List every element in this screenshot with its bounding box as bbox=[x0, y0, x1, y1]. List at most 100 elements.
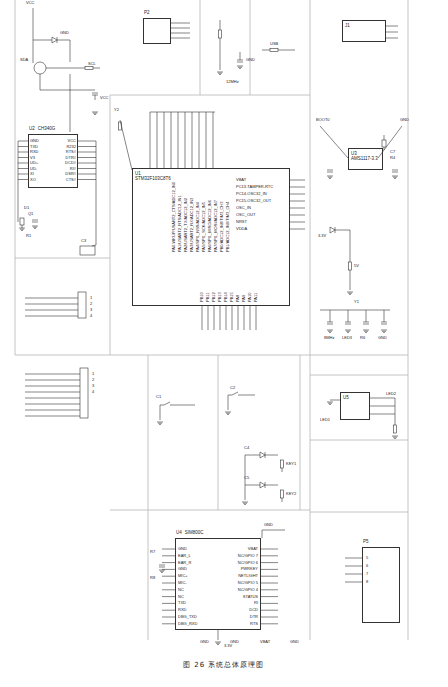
signal-label: PB15 bbox=[230, 292, 234, 302]
wire bbox=[33, 40, 52, 41]
signal-label: KEY1 bbox=[286, 462, 296, 466]
signal-label: 3.3V bbox=[318, 234, 326, 238]
signal-label: PA9 bbox=[242, 295, 246, 302]
wire bbox=[320, 126, 348, 158]
wire bbox=[278, 50, 295, 51]
part-name: CH340G bbox=[38, 126, 56, 131]
wire bbox=[22, 225, 23, 228]
wire bbox=[15, 258, 110, 259]
signal-label: PA6/SPI1_MISO/ADC12_IN6 bbox=[208, 200, 212, 252]
signal-label: KEY2 bbox=[286, 492, 296, 496]
wire bbox=[282, 498, 283, 502]
ground-symbol bbox=[215, 642, 221, 644]
wire bbox=[220, 38, 221, 70]
wire bbox=[171, 23, 190, 24]
ground-symbol bbox=[327, 330, 333, 332]
part-name: STM32F103C8T6 bbox=[135, 176, 287, 181]
wire bbox=[290, 222, 305, 223]
signal-label: PWRKEY bbox=[241, 567, 258, 571]
wire bbox=[25, 298, 78, 299]
signal-label: VCC bbox=[26, 1, 34, 5]
ground-symbol bbox=[225, 412, 231, 414]
usb-connector bbox=[80, 246, 95, 255]
wire bbox=[290, 180, 305, 181]
part-designator: P5 bbox=[363, 539, 369, 544]
signal-label: MIC+ bbox=[178, 574, 188, 578]
wire bbox=[18, 179, 28, 180]
signal-label: DTR# bbox=[66, 156, 76, 160]
signal-label: UD- bbox=[30, 167, 37, 171]
wire bbox=[162, 596, 175, 597]
signal-label: DSR# bbox=[65, 172, 76, 176]
signal-label: NC bbox=[178, 588, 184, 592]
capacitor-symbol bbox=[327, 170, 333, 172]
pin-number: 5 bbox=[366, 556, 368, 560]
pin-number: 2 bbox=[92, 378, 94, 382]
wire bbox=[220, 20, 221, 30]
region-borders bbox=[15, 0, 408, 640]
signal-label: PA11 bbox=[254, 293, 258, 302]
wire bbox=[78, 168, 96, 169]
wire bbox=[262, 530, 263, 538]
pin-number: 7 bbox=[366, 572, 368, 576]
wire bbox=[261, 589, 278, 590]
wire bbox=[150, 112, 151, 168]
wire bbox=[348, 310, 349, 322]
signal-label: VBAT bbox=[260, 640, 270, 644]
wire bbox=[218, 630, 219, 640]
signal-label: TXD bbox=[30, 145, 38, 149]
part-designator: J1 bbox=[345, 23, 383, 28]
signal-label: V3 bbox=[30, 156, 35, 160]
ground-symbol bbox=[92, 112, 98, 114]
wire bbox=[200, 0, 201, 95]
wire bbox=[232, 306, 233, 330]
switch-symbol bbox=[160, 402, 174, 405]
signal-label: DTR bbox=[250, 615, 258, 619]
part-designator: P2 bbox=[144, 10, 150, 15]
capacitor-symbol bbox=[381, 322, 387, 324]
pin-number: 8 bbox=[366, 580, 368, 584]
pin-number: 4 bbox=[90, 314, 92, 318]
part-designator: U3 bbox=[351, 151, 380, 156]
wire bbox=[40, 74, 41, 90]
signal-label: PB0/ADC12_IN8/TIM3_CH3 bbox=[220, 202, 224, 252]
ground-symbol bbox=[392, 436, 398, 438]
pin-number: 1 bbox=[90, 296, 92, 300]
signal-label: C3 bbox=[81, 239, 86, 243]
signal-label: SCL bbox=[88, 62, 96, 66]
wire bbox=[33, 40, 34, 63]
wire bbox=[160, 405, 161, 420]
component-box: U3AMS1117-3.3 bbox=[348, 148, 383, 170]
signal-label: NC/GPIO 6 bbox=[238, 561, 258, 565]
signal-label: PB12 bbox=[212, 292, 216, 302]
signal-label: PA7/SPI1_MOSI/ADC12_IN7 bbox=[214, 200, 218, 252]
signal-label: RI bbox=[254, 601, 258, 605]
signal-label: PA5/SPI1_SCK/ADC12_IN5 bbox=[202, 202, 206, 252]
wire bbox=[213, 112, 214, 168]
signal-label: R6 bbox=[360, 336, 365, 340]
signal-label: NC/GPIO 7 bbox=[238, 554, 258, 558]
wire bbox=[261, 576, 278, 577]
wire bbox=[78, 179, 96, 180]
wire bbox=[162, 576, 175, 577]
wire bbox=[25, 386, 80, 387]
wire bbox=[15, 0, 16, 355]
led-symbol bbox=[330, 227, 335, 233]
wire bbox=[162, 623, 175, 624]
wire bbox=[250, 0, 251, 95]
signal-label: PB11 bbox=[206, 293, 210, 303]
signal-label: R7 bbox=[150, 550, 155, 554]
resistor-symbol bbox=[394, 425, 397, 433]
wire bbox=[228, 395, 229, 410]
signal-label: R1 bbox=[26, 234, 31, 238]
wire bbox=[245, 485, 260, 486]
signal-label: UD+ bbox=[30, 161, 38, 165]
wire bbox=[238, 306, 239, 330]
header-symbol bbox=[78, 292, 86, 318]
wire bbox=[162, 610, 175, 611]
wire bbox=[25, 374, 80, 375]
wire bbox=[330, 310, 331, 322]
signal-label: SDA bbox=[20, 58, 28, 62]
signal-label: BOOT0 bbox=[316, 118, 330, 122]
signal-label: C4 bbox=[244, 446, 249, 450]
